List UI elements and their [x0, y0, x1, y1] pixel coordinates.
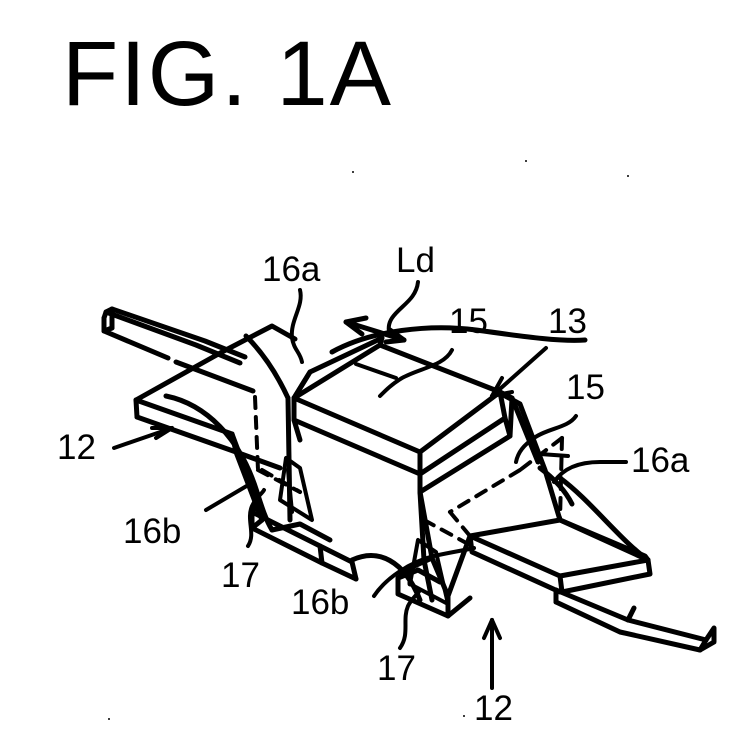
label-16a-right: 16a: [631, 441, 690, 480]
solder-fillet-left-inner: [278, 456, 314, 522]
leader-15-top: [354, 348, 454, 398]
scan-speck: [108, 718, 110, 720]
label-12-bottom: 12: [474, 689, 513, 728]
lead-wire-right: [553, 587, 717, 653]
label-12-left: 12: [57, 428, 96, 467]
label-17-right: 17: [377, 649, 416, 688]
leader-17-right: [398, 588, 422, 650]
scan-speck: [627, 175, 629, 177]
label-16b-right: 16b: [291, 583, 350, 622]
label-ld: Ld: [396, 241, 435, 280]
scan-speck: [525, 160, 527, 162]
hidden-lines-right: [422, 436, 564, 547]
dimension-arrow-ld: [343, 315, 407, 345]
solder-meniscus-outer: [329, 325, 651, 563]
solder-fillet-right-inner: [408, 538, 450, 606]
leader-15-right: [514, 414, 578, 464]
leader-16a-left: [289, 288, 304, 364]
leader-12-bottom: [482, 618, 502, 690]
hidden-lines-left-foot: [260, 468, 302, 494]
label-15-top: 15: [449, 302, 488, 341]
leader-17-left: [246, 488, 266, 548]
component-body: [291, 342, 513, 495]
label-16a-left: 16a: [262, 250, 321, 289]
scan-speck: [352, 171, 354, 173]
scan-speck: [320, 367, 322, 369]
leader-16b-right: [372, 546, 476, 598]
leader-16b-left: [204, 482, 252, 512]
label-15-right: 15: [566, 368, 605, 407]
label-16b-left: 16b: [123, 512, 182, 551]
leader-12-left: [112, 426, 174, 450]
label-17-left: 17: [221, 556, 260, 595]
body-end-face-left: [291, 335, 385, 401]
leader-13: [490, 346, 548, 398]
label-13: 13: [548, 302, 587, 341]
leader-16a-right: [538, 452, 628, 484]
figure-title: FIG. 1A: [62, 23, 393, 125]
scan-speck: [463, 715, 465, 717]
